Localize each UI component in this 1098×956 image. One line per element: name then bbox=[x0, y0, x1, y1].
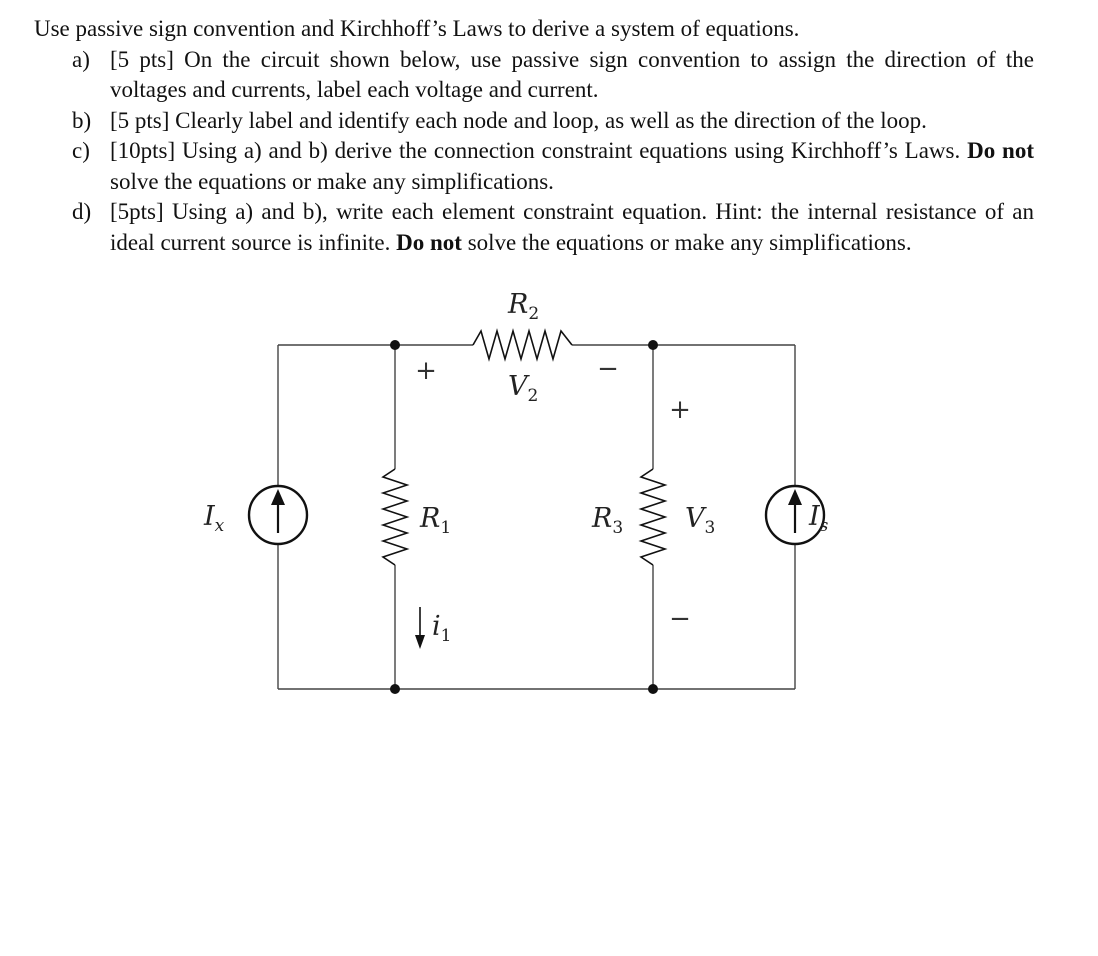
resistor-r1 bbox=[380, 468, 410, 566]
part-c-text: [10pts] Using a) and b) derive the conne… bbox=[110, 138, 1034, 194]
part-c-post: solve the equations or make any simplifi… bbox=[110, 168, 554, 194]
problem-intro: Use passive sign convention and Kirchhof… bbox=[34, 16, 800, 41]
part-c: c) [10pts] Using a) and b) derive the co… bbox=[34, 136, 1034, 197]
resistor-r3 bbox=[638, 468, 668, 566]
sign-r1-plus: + bbox=[415, 356, 437, 386]
part-a-text: [5 pts] On the circuit shown below, use … bbox=[110, 47, 1034, 103]
node-bottom-right bbox=[648, 684, 658, 694]
part-d-pre: [5pts] Using a) and b), write each eleme… bbox=[110, 199, 1034, 255]
label-i1-sub: 1 bbox=[441, 626, 452, 646]
label-r3: R3 bbox=[591, 503, 623, 538]
part-a-letter: a) bbox=[72, 46, 90, 72]
sign-v3-plus: + bbox=[669, 395, 691, 425]
label-v2: V2 bbox=[508, 371, 538, 406]
label-is-text: Is bbox=[808, 501, 829, 536]
part-a: a) [5 pts] On the circuit shown below, u… bbox=[34, 45, 1034, 106]
part-c-pre: [10pts] Using a) and b) derive the conne… bbox=[110, 138, 968, 163]
label-v2-main: V bbox=[508, 371, 530, 402]
current-i1-arrow-head bbox=[415, 635, 425, 649]
part-c-bold: Do not bbox=[967, 138, 1035, 163]
label-v2-sub: 2 bbox=[528, 386, 539, 406]
label-i1: i1 bbox=[432, 611, 451, 646]
part-b-text: [5 pts] Clearly label and identify each … bbox=[110, 108, 927, 133]
sign-r2-minus: − bbox=[597, 354, 619, 384]
label-is-sub: s bbox=[820, 516, 829, 536]
part-d-post: solve the equations or make any simplifi… bbox=[461, 229, 912, 255]
node-bottom-left bbox=[390, 684, 400, 694]
part-d-bold: Do not bbox=[396, 229, 462, 255]
label-ix-sub: x bbox=[215, 516, 225, 536]
label-v3: V3 bbox=[685, 503, 715, 538]
problem-statement: Use passive sign convention and Kirchhof… bbox=[34, 14, 1034, 258]
node-top-right bbox=[648, 340, 658, 350]
circuit-diagram: R2 V2 R1 R3 V3 Ix Is i1 + − + − bbox=[203, 289, 829, 694]
label-r3-sub: 3 bbox=[612, 518, 623, 538]
part-b: b) [5 pts] Clearly label and identify ea… bbox=[34, 106, 1034, 137]
label-is-main: I bbox=[808, 501, 821, 532]
label-r1-sub: 1 bbox=[440, 518, 451, 538]
label-ix-main: I bbox=[203, 501, 216, 532]
part-a-pre: [5 pts] On the circuit shown below, use … bbox=[110, 46, 1034, 103]
part-b-letter: b) bbox=[72, 107, 92, 133]
part-b-pre: [5 pts] Clearly label and identify each … bbox=[110, 107, 927, 133]
part-d: d) [5pts] Using a) and b), write each el… bbox=[34, 197, 1034, 258]
label-r2-sub: 2 bbox=[528, 304, 539, 324]
label-r2: R2 bbox=[507, 289, 539, 324]
current-source-is-arrow-head bbox=[788, 489, 802, 505]
label-r3-main: R bbox=[591, 503, 612, 534]
current-source-ix-arrow-head bbox=[271, 489, 285, 505]
part-c-letter: c) bbox=[72, 138, 90, 163]
node-top-left bbox=[390, 340, 400, 350]
label-r1-main: R bbox=[419, 503, 440, 534]
label-ix: Ix bbox=[203, 501, 225, 536]
sign-v3-minus: − bbox=[669, 604, 691, 634]
part-d-text: [5pts] Using a) and b), write each eleme… bbox=[110, 199, 1034, 255]
part-d-letter: d) bbox=[72, 199, 92, 224]
label-r2-main: R bbox=[507, 289, 528, 320]
label-v3-sub: 3 bbox=[705, 518, 716, 538]
label-r1: R1 bbox=[419, 503, 451, 538]
label-v3-main: V bbox=[685, 503, 707, 534]
resistor-r2 bbox=[472, 328, 573, 362]
label-i1-main: i bbox=[432, 611, 441, 642]
